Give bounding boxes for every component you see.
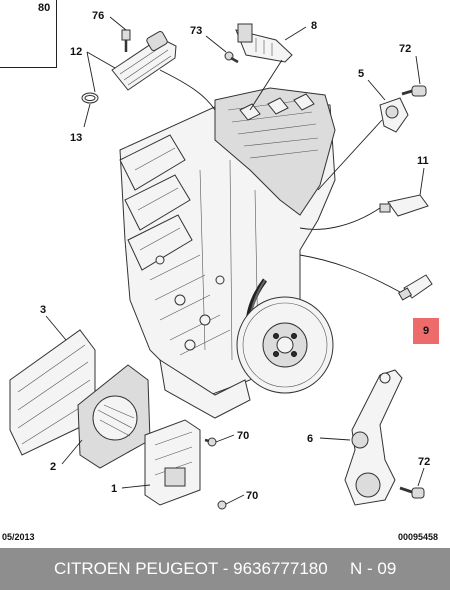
part-9-sensor — [299, 254, 433, 301]
callout-2: 2 — [50, 461, 56, 473]
callout-80: 80 — [38, 2, 51, 14]
diagram-canvas: 76 12 13 73 8 72 5 11 3 2 1 70 70 6 72 — [9, 10, 433, 510]
part-1-ecu — [121, 419, 201, 506]
callout-6: 6 — [307, 433, 313, 445]
inset-box-part-80: 80 — [0, 0, 57, 68]
callout-3: 3 — [40, 304, 46, 316]
part-73-bolt — [205, 35, 239, 64]
callout-72-top: 72 — [399, 43, 411, 55]
part-12-solenoid — [81, 31, 216, 128]
callout-8: 8 — [311, 20, 317, 32]
callout-72-bottom: 72 — [418, 456, 430, 468]
part-2-bracket — [61, 364, 151, 469]
part-11-sensor — [299, 167, 429, 230]
date-code: 05/2013 — [2, 532, 35, 542]
callout-5: 5 — [358, 68, 364, 80]
part-72-bolt-top — [401, 55, 427, 97]
part-8-sensor — [235, 23, 307, 111]
part-70-bolt-lower — [217, 494, 245, 510]
part-76-bolt — [109, 16, 131, 52]
callout-1: 1 — [111, 483, 117, 495]
callout-76: 76 — [92, 10, 104, 22]
part-6-mount — [319, 369, 403, 506]
callout-11: 11 — [417, 155, 429, 167]
exploded-parts-diagram: 76 12 13 73 8 72 5 11 3 2 1 70 70 6 72 — [9, 10, 433, 510]
part-70-bolt-upper — [204, 434, 235, 447]
callout-70-lower: 70 — [246, 490, 258, 502]
page-reference: N - 09 — [350, 559, 397, 578]
part-72-bolt-bottom — [399, 467, 425, 499]
callout-13: 13 — [70, 132, 82, 144]
brand-part-number: CITROEN PEUGEOT - 9636777180 — [54, 559, 328, 578]
callout-70-upper: 70 — [237, 430, 249, 442]
part-5-sensor — [317, 79, 409, 191]
callout-73: 73 — [190, 25, 202, 37]
callout-12: 12 — [70, 46, 82, 58]
drawing-code: 00095458 — [398, 532, 439, 542]
highlighted-part-marker: 9 — [413, 318, 439, 344]
callout-9: 9 — [422, 325, 430, 337]
engine-block — [119, 87, 336, 419]
footer-bar: CITROEN PEUGEOT - 9636777180 N - 09 — [0, 548, 450, 590]
